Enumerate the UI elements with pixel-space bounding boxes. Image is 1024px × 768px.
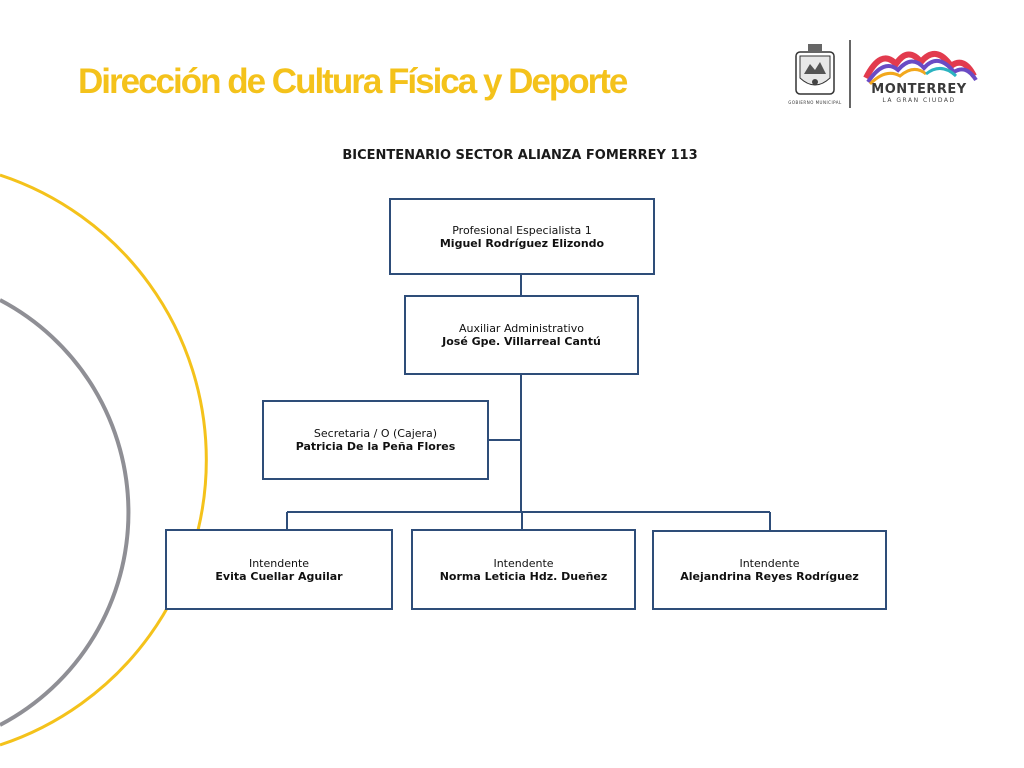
node-role: Intendente — [493, 556, 554, 570]
monterrey-logo — [795, 40, 978, 108]
node-role: Intendente — [248, 556, 310, 570]
yellow-arc — [0, 173, 208, 747]
brand-tagline: LA GRAN CIUDAD — [882, 97, 956, 104]
logo-block — [786, 38, 986, 110]
node-name: Evita Cuellar Aguilar — [215, 569, 343, 583]
node-intendente-3: Intendente Alejandrina Reyes Rodríguez — [652, 530, 887, 610]
node-secretary: Secretaria / O (Cajera) Patricia De la P… — [262, 400, 489, 480]
seal-caption: GOBIERNO MUNICIPAL — [788, 100, 842, 105]
gray-arc — [0, 298, 131, 727]
node-name: Patricia De la Peña Flores — [295, 440, 456, 453]
node-intendente-2: Intendente Norma Leticia Hdz. Dueñez — [411, 529, 636, 610]
node-role: Profesional Especialista 1 — [452, 223, 592, 237]
node-role: Secretaria / O (Cajera) — [313, 427, 438, 440]
node-name: Miguel Rodríguez Elizondo — [439, 236, 605, 250]
node-name: José Gpe. Villarreal Cantú — [442, 335, 601, 348]
chart-title: BICENTENARIO SECTOR ALIANZA FOMERREY 113 — [342, 148, 698, 163]
node-aux: Auxiliar Administrativo José Gpe. Villar… — [404, 295, 639, 375]
municipal-seal-icon — [795, 44, 835, 95]
node-role: Auxiliar Administrativo — [459, 322, 584, 335]
node-head: Profesional Especialista 1 Miguel Rodríg… — [389, 198, 655, 275]
brand-name: MONTERREY — [871, 82, 967, 97]
monterrey-mountain-icon — [863, 51, 978, 86]
page-title: Dirección de Cultura Física y Deporte — [78, 62, 628, 101]
node-intendente-1: Intendente Evita Cuellar Aguilar — [165, 529, 393, 610]
node-role: Intendente — [739, 557, 800, 570]
node-name: Alejandrina Reyes Rodríguez — [680, 570, 859, 583]
node-name: Norma Leticia Hdz. Dueñez — [439, 569, 608, 583]
